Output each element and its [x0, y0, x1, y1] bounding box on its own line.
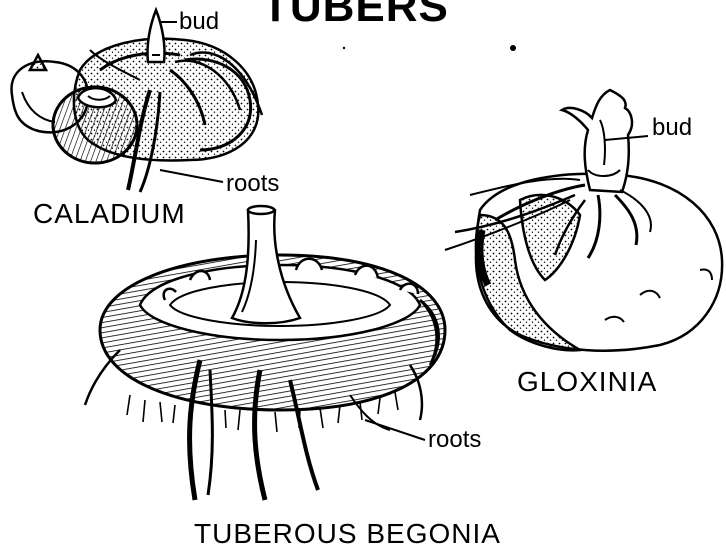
caladium-bud-label: bud	[179, 10, 219, 34]
gloxinia-bud-label: bud	[652, 116, 692, 140]
caladium-drawing	[12, 10, 262, 192]
caladium-roots-label: roots	[226, 172, 279, 196]
tuberous-begonia-name-label: TUBEROUS BEGONIA	[194, 520, 501, 548]
tuberous-begonia-drawing	[85, 206, 445, 500]
caladium-name-label: CALADIUM	[33, 200, 186, 228]
speck	[510, 45, 516, 51]
page-title: TUBERS	[262, 0, 449, 29]
begonia-roots-label: roots	[428, 428, 481, 452]
speck	[343, 47, 345, 49]
gloxinia-name-label: GLOXINIA	[517, 368, 657, 396]
